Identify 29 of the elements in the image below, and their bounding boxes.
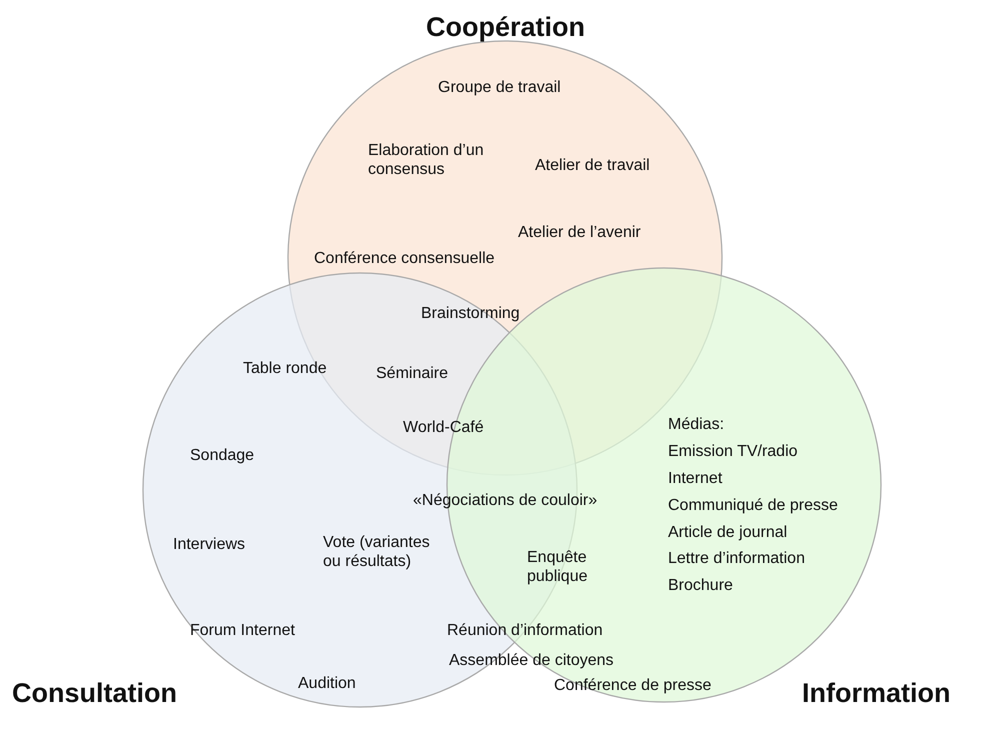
method-label: Réunion d’information xyxy=(447,621,603,640)
method-label: Article de journal xyxy=(668,523,788,542)
set-title: Coopération xyxy=(426,12,585,43)
method-label: Sondage xyxy=(190,446,254,465)
method-label: Conférence consensuelle xyxy=(314,249,495,268)
method-label: Enquête publique xyxy=(527,548,588,586)
method-label: Atelier de l’avenir xyxy=(518,223,641,242)
method-label: Brochure xyxy=(668,576,733,595)
method-label: Vote (variantes ou résultats) xyxy=(323,533,431,571)
method-label: Lettre d’information xyxy=(668,549,805,568)
method-label: Brainstorming xyxy=(421,304,520,323)
set-title: Information xyxy=(802,678,950,709)
method-label: Elaboration d’un consensus xyxy=(368,141,485,179)
method-label: Communiqué de presse xyxy=(668,496,838,515)
method-label: Forum Internet xyxy=(190,621,295,640)
method-label: Conférence de presse xyxy=(554,676,712,695)
method-label: Table ronde xyxy=(243,359,327,378)
method-label: «Négociations de couloir» xyxy=(413,491,598,510)
method-label: Internet xyxy=(668,469,722,488)
method-label: Assemblée de citoyens xyxy=(449,651,614,670)
set-title: Consultation xyxy=(12,678,177,709)
method-label: Emission TV/radio xyxy=(668,442,798,461)
method-label: Médias: xyxy=(668,415,724,434)
method-label: Interviews xyxy=(173,535,246,554)
method-label: Séminaire xyxy=(376,364,448,383)
method-label: Audition xyxy=(298,674,356,693)
method-label: Groupe de travail xyxy=(438,78,561,97)
method-label: Atelier de travail xyxy=(535,156,650,175)
method-label: World-Café xyxy=(403,418,484,437)
